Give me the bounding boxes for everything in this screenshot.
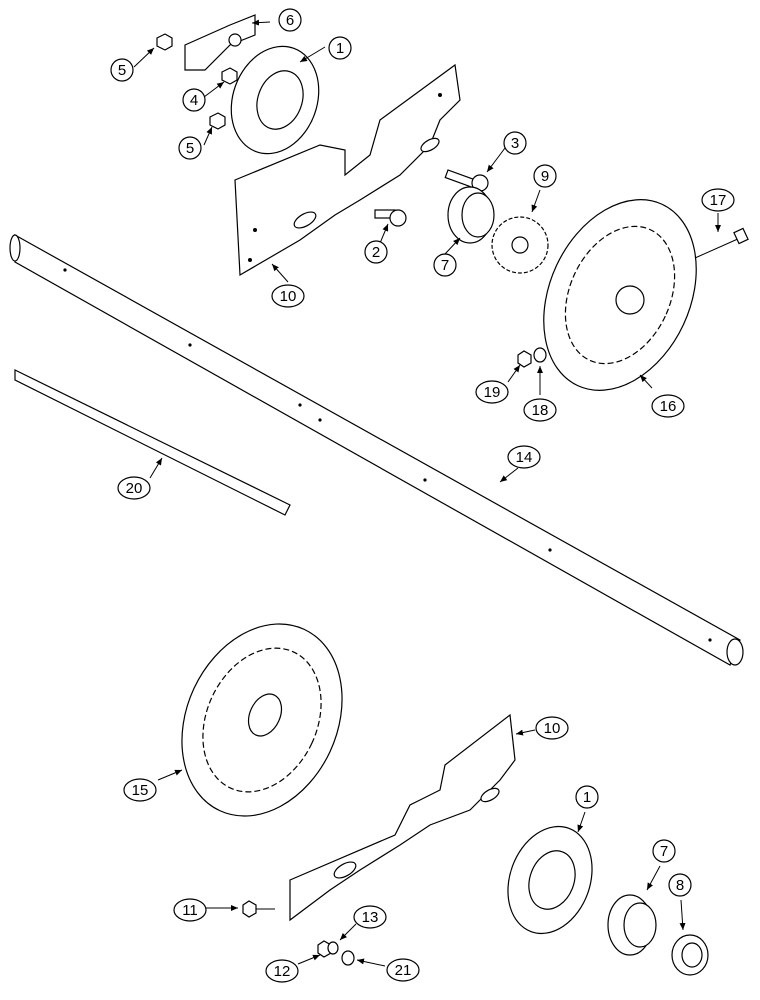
callout-2: 2 (364, 240, 388, 264)
callout-bubble (364, 240, 388, 264)
callout-number: 5 (186, 140, 194, 157)
callout-21: 21 (386, 958, 420, 982)
callout-5: 5 (110, 58, 134, 82)
callout-number: 10 (544, 720, 561, 737)
callout-bubble (475, 380, 509, 404)
callout-16: 16 (651, 394, 685, 418)
callout-bubble (110, 58, 134, 82)
callout-number: 15 (132, 782, 149, 799)
callout-number: 6 (286, 12, 294, 29)
callout-bubble (278, 8, 302, 32)
lower-side-plate (289, 713, 516, 922)
callout-bubble (701, 188, 735, 212)
callout-number: 1 (583, 789, 591, 806)
callout-bubble (353, 905, 387, 929)
callout-1: 1 (575, 785, 599, 809)
callout-number: 11 (182, 902, 198, 919)
callout-bubble (433, 253, 457, 277)
callout-bubble (535, 716, 569, 740)
upper-side-plate (234, 63, 461, 277)
callout-number: 14 (516, 449, 533, 466)
callout-bubble (178, 136, 202, 160)
callout-bubble (651, 394, 685, 418)
callout-7: 7 (433, 253, 457, 277)
upper-agitator-disc (543, 199, 697, 391)
collar (671, 934, 709, 976)
callout-18: 18 (523, 398, 557, 422)
callout-5: 5 (178, 136, 202, 160)
shaft (9, 233, 744, 666)
callout-bubble (173, 898, 207, 922)
callout-bubble (117, 476, 151, 500)
callout-bubble (503, 131, 527, 155)
callout-number: 18 (532, 402, 549, 419)
callout-bubble (523, 398, 557, 422)
callout-bubble (182, 88, 206, 112)
callout-number: 20 (126, 480, 143, 497)
callout-number: 2 (372, 244, 380, 261)
callout-number: 13 (362, 909, 379, 926)
callout-8: 8 (668, 873, 692, 897)
disc-nut-washer (517, 347, 547, 368)
callout-number: 5 (118, 62, 126, 79)
callout-number: 4 (190, 92, 198, 109)
callout-bubble (328, 36, 352, 60)
callout-bubble (123, 778, 157, 802)
upper-bearing-flange (230, 45, 320, 155)
sprocket (491, 216, 549, 274)
callout-number: 16 (660, 398, 677, 415)
callout-number: 10 (280, 288, 297, 305)
callout-bubble (271, 284, 305, 308)
callout-bubble (265, 959, 299, 983)
callout-bubble (652, 839, 676, 863)
callout-number: 7 (441, 257, 449, 274)
lower-agitator-disc (181, 623, 343, 817)
callout-number: 17 (710, 192, 727, 209)
callout-20: 20 (117, 476, 151, 500)
callout-number: 8 (676, 877, 684, 894)
callout-14: 14 (507, 445, 541, 469)
callout-13: 13 (353, 905, 387, 929)
callout-17: 17 (701, 188, 735, 212)
callout-bubble (386, 958, 420, 982)
leader-lines (133, 19, 721, 967)
callout-4: 4 (182, 88, 206, 112)
lower-hardware (242, 900, 355, 966)
callout-11: 11 (173, 898, 207, 922)
callout-bubble (575, 785, 599, 809)
mounting-bracket (184, 14, 256, 71)
callout-1: 1 (328, 36, 352, 60)
callout-number: 12 (274, 963, 291, 980)
lower-bearing (607, 894, 657, 956)
callout-15: 15 (123, 778, 157, 802)
cover-strip (14, 369, 291, 516)
callout-number: 7 (660, 843, 668, 860)
upper-bearing (447, 186, 495, 244)
callout-bubble (668, 873, 692, 897)
callout-number: 9 (541, 168, 549, 185)
callout-10: 10 (535, 716, 569, 740)
callout-bubble (507, 445, 541, 469)
callout-12: 12 (265, 959, 299, 983)
callout-9: 9 (533, 164, 557, 188)
callout-number: 21 (395, 962, 412, 979)
callout-number: 1 (336, 40, 344, 57)
callout-19: 19 (475, 380, 509, 404)
callout-number: 3 (511, 135, 519, 152)
callout-10: 10 (271, 284, 305, 308)
lower-bearing-flange (507, 825, 593, 935)
callout-6: 6 (278, 8, 302, 32)
callout-7: 7 (652, 839, 676, 863)
callout-3: 3 (503, 131, 527, 155)
callout-bubble (533, 164, 557, 188)
nuts-upper (156, 33, 238, 130)
callout-number: 19 (484, 384, 501, 401)
upper-disc-bolt (694, 227, 749, 259)
